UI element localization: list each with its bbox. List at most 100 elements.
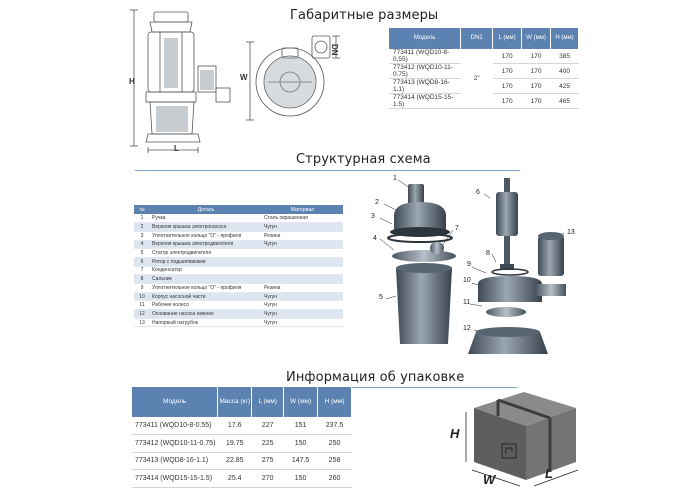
part-material-cell: Сталь окрашенная <box>262 214 343 224</box>
part-number-cell: 4 <box>134 240 150 250</box>
w-cell: 150 <box>283 434 318 453</box>
h-cell: 385 <box>550 49 579 64</box>
drawing-label-w: W <box>240 73 248 82</box>
callout-9: 9 <box>467 261 471 268</box>
drawing-label-h: H <box>129 77 135 86</box>
part-name-cell: Ротор с подшипниками <box>150 257 262 267</box>
part-name-cell: Верхняя крышка электронасоса <box>150 222 262 232</box>
h-cell: 400 <box>550 63 579 79</box>
header-h: H (мм) <box>550 28 579 49</box>
mass-cell: 22.85 <box>217 452 252 470</box>
part-number-cell: 5 <box>134 248 150 258</box>
model-cell: 773414 (WQD15-15-1.5) <box>132 469 218 488</box>
header-l: L (мм) <box>251 387 285 417</box>
h-cell: 465 <box>550 93 579 109</box>
mass-cell: 17.6 <box>217 417 252 435</box>
dimensions-table-header: Модель DN1 L (мм) W (мм) H (мм) <box>389 28 579 49</box>
header-part: Деталь <box>150 205 262 214</box>
part-name-cell: Напорный патрубок <box>150 318 262 328</box>
l-cell: 270 <box>251 469 284 488</box>
mass-cell: 25.4 <box>217 469 252 488</box>
header-l: L (мм) <box>492 28 523 49</box>
part-name-cell: Рабочее колесо <box>150 300 262 311</box>
part-material-cell: Чугун <box>262 240 343 250</box>
header-h: H (мм) <box>317 387 352 417</box>
part-name-cell: Конденсатор <box>150 266 262 276</box>
pump-side-drawing <box>130 9 231 153</box>
part-number-cell: 9 <box>134 283 150 293</box>
model-cell: 773412 (WQD10-11-0.75) <box>389 63 461 79</box>
mass-cell: 19.75 <box>217 434 252 453</box>
l-cell: 227 <box>251 417 284 435</box>
part-number-cell: 3 <box>134 231 150 241</box>
l-cell: 170 <box>492 78 522 94</box>
part-number-cell: 2 <box>134 222 150 232</box>
callout-4: 4 <box>373 235 377 242</box>
model-cell: 773411 (WQD10-8-0,55) <box>389 49 461 64</box>
part-material-cell: Резина <box>262 231 343 241</box>
w-cell: 170 <box>521 78 551 94</box>
dimensions-table: Модель DN1 L (мм) W (мм) H (мм) 773411 (… <box>389 28 579 109</box>
header-material: Материал <box>262 205 343 214</box>
h-cell: 258 <box>317 452 352 470</box>
part-number-cell: 7 <box>134 266 150 276</box>
l-cell: 275 <box>251 452 284 470</box>
header-w: W (мм) <box>283 387 319 417</box>
packaging-table: Модель Масса (кг) L (мм) W (мм) H (мм) 7… <box>132 387 352 488</box>
part-name-cell: Сальник <box>150 274 262 284</box>
part-material-cell <box>262 266 343 276</box>
header-number: № <box>134 205 150 214</box>
part-material-cell: Чугун <box>262 222 343 232</box>
w-cell: 170 <box>521 49 551 64</box>
scheme-rule <box>135 170 520 171</box>
callout-8: 8 <box>486 250 490 257</box>
h-cell: 237.5 <box>317 417 352 435</box>
l-cell: 170 <box>492 93 522 109</box>
callout-5: 5 <box>379 294 383 301</box>
w-cell: 151 <box>283 417 318 435</box>
part-name-cell: Статор электродвигателя <box>150 248 262 258</box>
parts-table-header: № Деталь Материал <box>134 205 343 214</box>
h-cell: 250 <box>317 434 352 453</box>
header-dn1: DN1 <box>460 28 494 49</box>
h-cell: 425 <box>550 78 579 94</box>
l-cell: 170 <box>492 49 522 64</box>
callout-3: 3 <box>371 213 375 220</box>
part-material-cell <box>262 248 343 258</box>
part-number-cell: 8 <box>134 274 150 284</box>
part-name-cell: Корпус насосной части <box>150 292 262 302</box>
header-model: Модель <box>389 28 462 49</box>
part-number-cell: 11 <box>134 300 150 311</box>
callout-7: 7 <box>455 225 459 232</box>
part-name-cell: Ручка <box>150 214 262 224</box>
box-label-w: W <box>483 472 496 487</box>
exploded-diagram <box>379 178 566 354</box>
table-row: 773414 (WQD15-15-1.5) 170 170 465 <box>389 93 579 109</box>
model-cell: 773412 (WQD10-11-0.75) <box>132 434 218 453</box>
part-number-cell: 13 <box>134 318 150 328</box>
part-material-cell: Чугун <box>262 300 343 311</box>
part-material-cell: Резина <box>262 283 343 293</box>
part-number-cell: 6 <box>134 257 150 267</box>
w-cell: 170 <box>521 63 551 79</box>
packaging-title: Информация об упаковке <box>286 370 465 385</box>
callout-11: 11 <box>463 299 471 306</box>
header-w: W (мм) <box>521 28 552 49</box>
table-row: 773413 (WQD8-16-1.1) 170 170 425 <box>389 78 579 94</box>
pump-top-drawing <box>246 35 340 121</box>
callout-1: 1 <box>393 175 397 182</box>
